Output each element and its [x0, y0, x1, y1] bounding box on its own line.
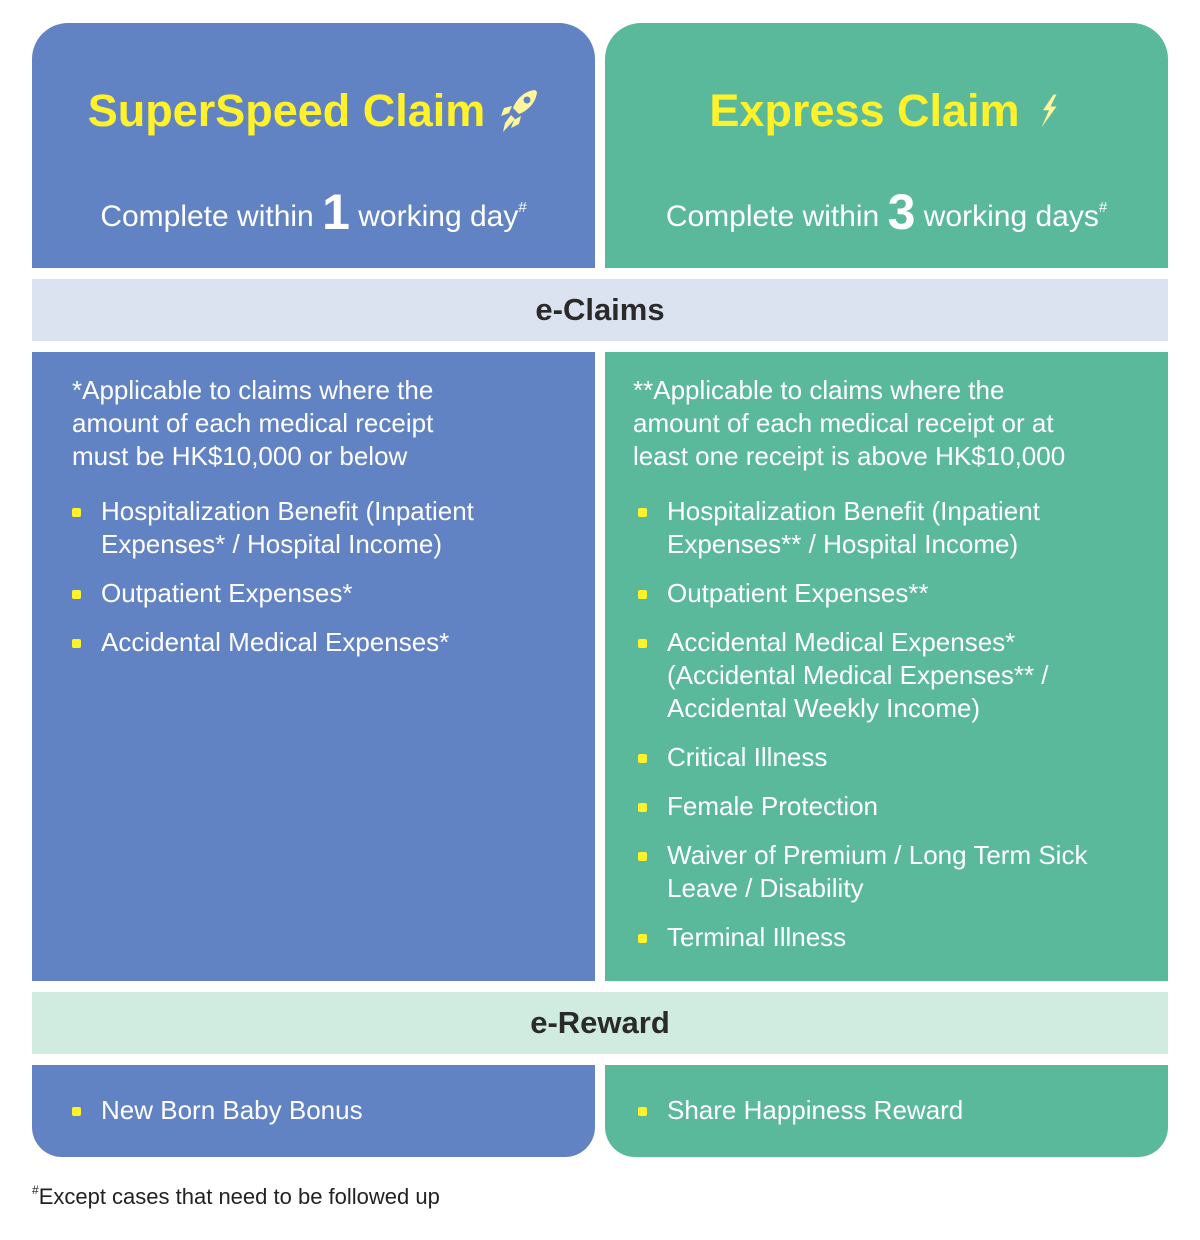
- footnote-mark: #: [32, 1183, 39, 1197]
- bullet-icon: [638, 852, 647, 861]
- list-item: Critical Illness: [636, 741, 1148, 774]
- list-item-text: Hospitalization Benefit (Inpatient Expen…: [667, 496, 1040, 559]
- superspeed-title-text: SuperSpeed Claim: [87, 85, 486, 136]
- footnote-mark: #: [518, 199, 527, 216]
- ereward-section-header: e-Reward: [32, 992, 1168, 1054]
- list-item-text: Share Happiness Reward: [667, 1095, 964, 1125]
- subtitle-suffix: working day: [358, 200, 519, 233]
- bullet-icon: [72, 639, 81, 648]
- express-title: Express Claim: [605, 85, 1168, 137]
- list-item-text: Outpatient Expenses*: [101, 578, 353, 608]
- list-item-text: Outpatient Expenses**: [667, 578, 929, 608]
- list-item: Accidental Medical Expenses* (Accidental…: [636, 626, 1148, 725]
- express-subtitle: Complete within 3 working days#: [605, 183, 1168, 241]
- express-claim-header: Express Claim Complete within 3 working …: [605, 23, 1168, 268]
- working-days-number: 3: [887, 184, 916, 240]
- footnote: #Except cases that need to be followed u…: [32, 1183, 440, 1210]
- rocket-icon: [501, 90, 538, 132]
- express-note: **Applicable to claims where the amount …: [633, 375, 1066, 471]
- list-item: Waiver of Premium / Long Term Sick Leave…: [636, 839, 1148, 905]
- bullet-icon: [72, 508, 81, 517]
- list-item-text: Terminal Illness: [667, 922, 847, 952]
- list-item: Terminal Illness: [636, 921, 1148, 954]
- superspeed-note: *Applicable to claims where the amount o…: [72, 375, 434, 471]
- express-title-text: Express Claim: [709, 85, 1020, 136]
- list-item-text: Accidental Medical Expenses*: [101, 627, 450, 657]
- superspeed-ereward-list: New Born Baby Bonus: [32, 1094, 595, 1127]
- bullet-icon: [72, 590, 81, 599]
- list-item-text: Hospitalization Benefit (Inpatient Expen…: [101, 496, 474, 559]
- list-item-text: Female Protection: [667, 791, 878, 821]
- bullet-icon: [638, 508, 647, 517]
- superspeed-claim-header: SuperSpeed Claim Complete within 1 worki…: [32, 23, 595, 268]
- list-item-text: Waiver of Premium / Long Term Sick Leave…: [667, 840, 1088, 903]
- list-item: New Born Baby Bonus: [70, 1094, 575, 1127]
- subtitle-suffix: working days: [923, 200, 1099, 233]
- list-item: Female Protection: [636, 790, 1148, 823]
- express-eclaims-panel: **Applicable to claims where the amount …: [605, 352, 1168, 981]
- superspeed-eclaims-list: Hospitalization Benefit (Inpatient Expen…: [32, 495, 595, 659]
- working-days-number: 1: [322, 184, 350, 240]
- subtitle-prefix: Complete within: [100, 200, 314, 233]
- superspeed-eclaims-panel: *Applicable to claims where the amount o…: [32, 352, 595, 981]
- bullet-icon: [638, 590, 647, 599]
- bullet-icon: [638, 803, 647, 812]
- list-item: Outpatient Expenses**: [636, 577, 1148, 610]
- express-eclaims-list: Hospitalization Benefit (Inpatient Expen…: [605, 495, 1168, 954]
- eclaims-section-header: e-Claims: [32, 279, 1168, 341]
- superspeed-title: SuperSpeed Claim: [32, 85, 595, 137]
- list-item-text: New Born Baby Bonus: [101, 1095, 363, 1125]
- bullet-icon: [638, 639, 647, 648]
- superspeed-subtitle: Complete within 1 working day#: [32, 183, 595, 241]
- list-item-text: Critical Illness: [667, 742, 828, 772]
- list-item: Outpatient Expenses*: [70, 577, 575, 610]
- list-item: Share Happiness Reward: [636, 1094, 1148, 1127]
- express-ereward-list: Share Happiness Reward: [605, 1094, 1168, 1127]
- subtitle-prefix: Complete within: [665, 200, 880, 233]
- bullet-icon: [72, 1107, 81, 1116]
- bullet-icon: [638, 934, 647, 943]
- list-item-text: Accidental Medical Expenses* (Accidental…: [667, 627, 1049, 723]
- footnote-text: Except cases that need to be followed up: [38, 1184, 440, 1209]
- list-item: Accidental Medical Expenses*: [70, 626, 575, 659]
- bullet-icon: [638, 1107, 647, 1116]
- list-item: Hospitalization Benefit (Inpatient Expen…: [636, 495, 1148, 561]
- footnote-mark: #: [1098, 199, 1108, 216]
- superspeed-ereward-panel: New Born Baby Bonus: [32, 1065, 595, 1157]
- bullet-icon: [638, 754, 647, 763]
- lightning-icon: [1041, 94, 1057, 128]
- express-ereward-panel: Share Happiness Reward: [605, 1065, 1168, 1157]
- list-item: Hospitalization Benefit (Inpatient Expen…: [70, 495, 575, 561]
